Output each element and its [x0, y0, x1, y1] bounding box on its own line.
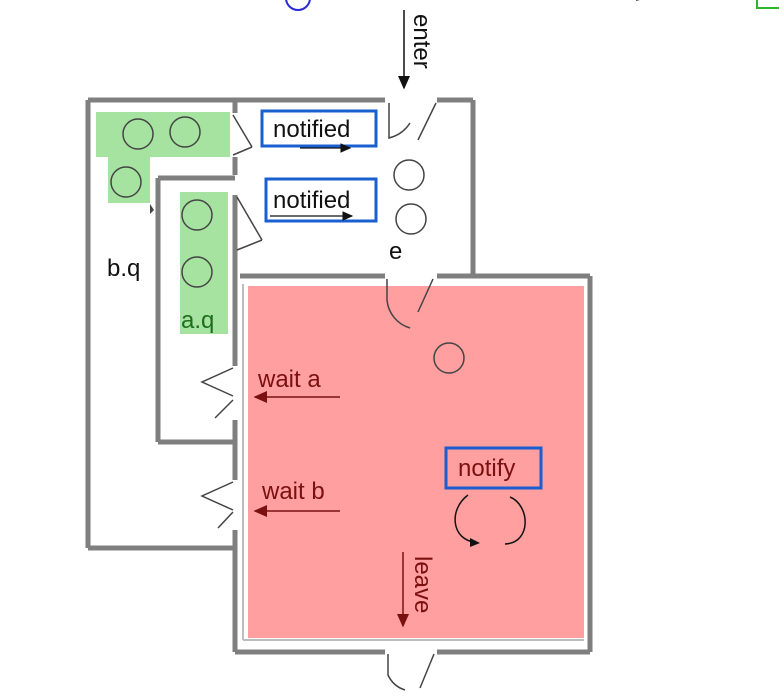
partial-circle-top — [285, 0, 311, 11]
doors — [200, 102, 437, 691]
thread-circle — [433, 342, 465, 374]
b-queue-region — [96, 112, 230, 203]
thread-circle — [181, 199, 213, 231]
a-queue-label: a.q — [181, 307, 214, 334]
entry-queue-label: e — [389, 238, 402, 265]
inner-walls — [242, 284, 584, 641]
exit-door — [387, 654, 406, 691]
cursor-icon — [150, 204, 158, 216]
enter-label: enter — [408, 14, 435, 69]
notify-loop-arrow — [454, 494, 526, 545]
thread-circle — [181, 256, 213, 288]
walls — [85, 97, 593, 655]
door-to-queue-a — [236, 196, 263, 241]
notified-label-bottom: notified — [273, 187, 350, 214]
notify-box — [444, 446, 543, 490]
entry-door — [388, 103, 411, 139]
monitor-region — [248, 286, 584, 638]
thread-circle — [169, 116, 201, 148]
thread-circle — [393, 159, 425, 191]
thread-circle — [395, 203, 427, 235]
notified-box-bottom — [264, 177, 378, 223]
b-queue-label: b.q — [107, 255, 140, 282]
notify-label: notify — [458, 455, 515, 482]
notify-loop-head — [470, 538, 480, 547]
leave-label: leave — [409, 556, 436, 613]
notified-label-top: notified — [273, 116, 350, 143]
thread-circle — [110, 166, 142, 198]
wait-a-door — [200, 367, 234, 397]
monitor-door — [386, 279, 411, 329]
wait-b-label: wait b — [261, 478, 325, 505]
threads — [110, 116, 465, 374]
door-to-queue-b — [232, 114, 253, 148]
a-queue-region — [180, 192, 228, 334]
notified-box-top — [260, 109, 378, 148]
wait-b-door — [200, 481, 234, 511]
thread-circle — [122, 118, 154, 150]
wait-a-label: wait a — [257, 366, 321, 393]
partial-green-box-top — [756, 0, 779, 9]
